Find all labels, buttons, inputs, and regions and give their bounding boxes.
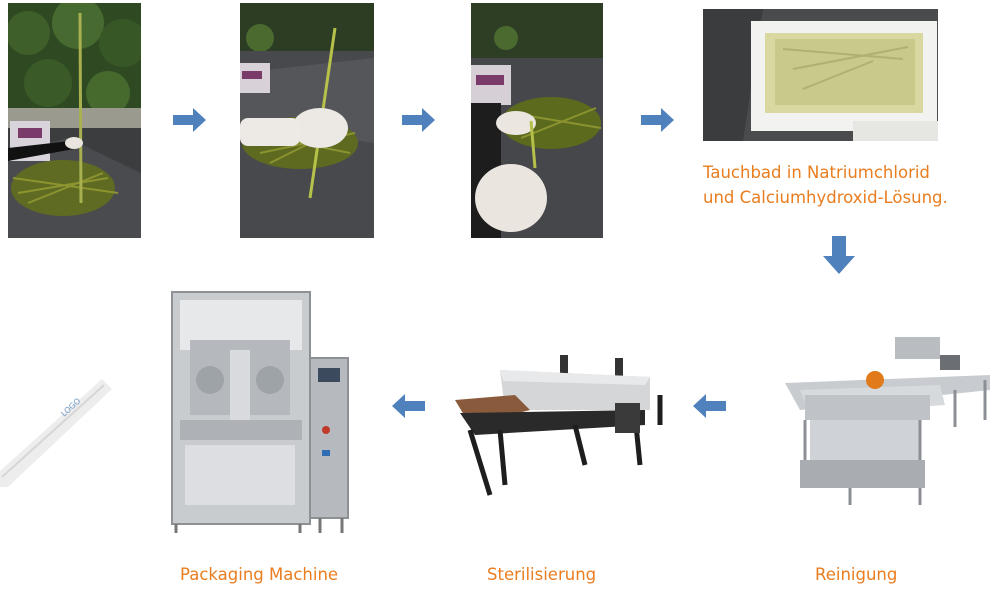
arrow-right-icon: [641, 108, 674, 132]
soak-caption-line: und Calciumhydroxid-Lösung.: [703, 188, 948, 207]
packaging-caption: Packaging Machine: [180, 565, 339, 584]
stem-select-photo: [240, 3, 374, 238]
soak-caption: Tauchbad in Natriumchlorid und Calciumhy…: [703, 160, 948, 210]
soak-caption-line: Tauchbad in Natriumchlorid: [703, 163, 930, 182]
straw-product-photo: LOGO: [0, 375, 112, 490]
arrow-left-icon: [693, 394, 726, 418]
sterilization-caption: Sterilisierung: [487, 565, 597, 584]
soak-box-photo: [703, 9, 938, 141]
cleaning-caption: Reinigung: [815, 565, 898, 584]
arrow-right-icon: [402, 108, 435, 132]
stem-cut-photo: [471, 3, 603, 238]
grass-harvest-photo: [8, 3, 141, 238]
arrow-down-icon: [823, 236, 855, 274]
packaging-machine-photo: [170, 290, 350, 535]
arrow-right-icon: [173, 108, 206, 132]
arrow-left-icon: [392, 394, 425, 418]
sterilizer-conveyor-photo: [455, 355, 670, 500]
washing-machine-photo: [780, 335, 990, 510]
